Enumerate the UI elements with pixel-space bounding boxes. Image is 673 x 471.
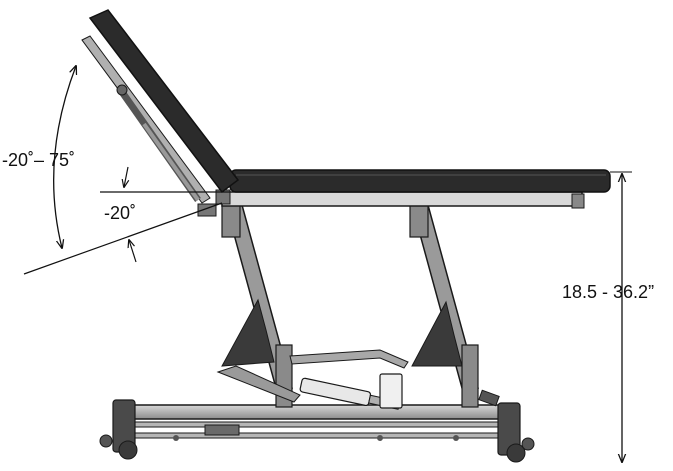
backrest-min-angle-label: -20˚ [104,203,137,223]
base-frame [99,399,535,463]
height-dimension [610,171,632,462]
lift-mechanism [216,204,500,410]
backrest-angle-range-label: -20˚– 75˚ [2,150,76,170]
tilt-reference-line [23,202,223,275]
height-range-label: 18.5 - 36.2” [562,282,655,302]
angle-dimension [23,66,230,275]
backrest [81,9,240,217]
table-top [215,169,611,209]
